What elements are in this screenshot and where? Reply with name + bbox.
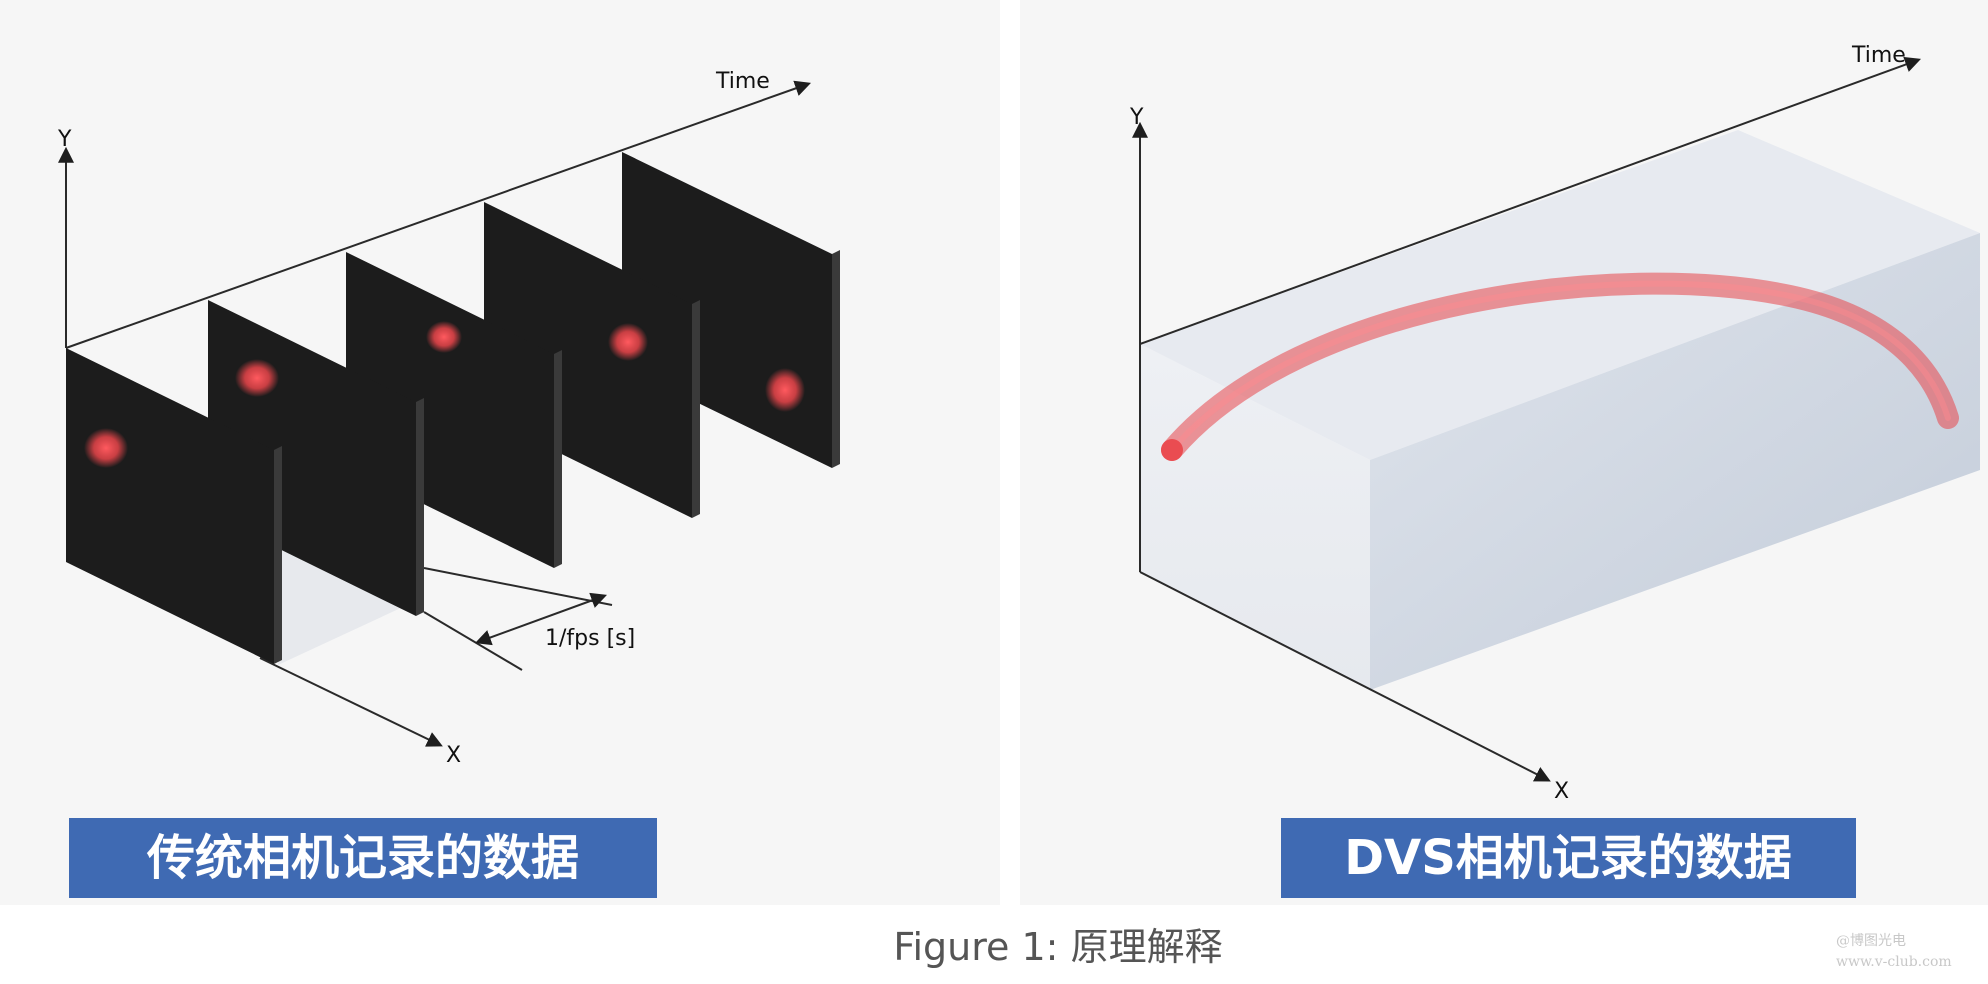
frame-5-dot	[765, 368, 805, 412]
left-time-axis-label: Time	[715, 69, 770, 94]
left-panel: Y X Time	[0, 0, 1000, 905]
right-x-axis-label: X	[1554, 779, 1569, 804]
right-caption-banner	[1281, 818, 1856, 898]
interval-arrow	[474, 592, 608, 646]
frame-1	[66, 348, 282, 664]
interval-label: 1/fps [s]	[545, 626, 635, 651]
event-trajectory	[1161, 272, 1959, 461]
left-time-axis	[65, 80, 812, 349]
figure-caption: Figure 1: 原理解释	[893, 925, 1222, 969]
left-caption-text: 传统相机记录的数据	[146, 830, 579, 886]
left-x-axis	[259, 657, 443, 747]
right-x-axis	[1139, 571, 1551, 782]
left-x-axis-label: X	[446, 743, 461, 768]
left-caption-banner	[69, 818, 657, 898]
frame-2-dot	[235, 359, 279, 397]
right-time-axis	[1139, 56, 1922, 345]
left-y-axis-label: Y	[57, 127, 72, 152]
frame-4-dot	[608, 323, 648, 361]
event-trajectory-highlight	[1169, 280, 1951, 453]
frame-3-dot	[426, 321, 462, 353]
right-panel: Y X Time DVS相机记录的数据	[1020, 0, 1988, 905]
volume-side-face	[1370, 233, 1980, 690]
right-caption-text: DVS相机记录的数据	[1344, 830, 1792, 886]
watermark-line2: www.v-club.com	[1836, 954, 1952, 970]
right-time-axis-label: Time	[1851, 43, 1906, 68]
watermark-line1: @博图光电	[1836, 932, 1906, 949]
interval-guide-lower	[423, 611, 523, 671]
trajectory-start-dot	[1161, 439, 1183, 461]
frame-1-dot	[84, 428, 128, 468]
right-y-axis-label: Y	[1129, 105, 1144, 130]
